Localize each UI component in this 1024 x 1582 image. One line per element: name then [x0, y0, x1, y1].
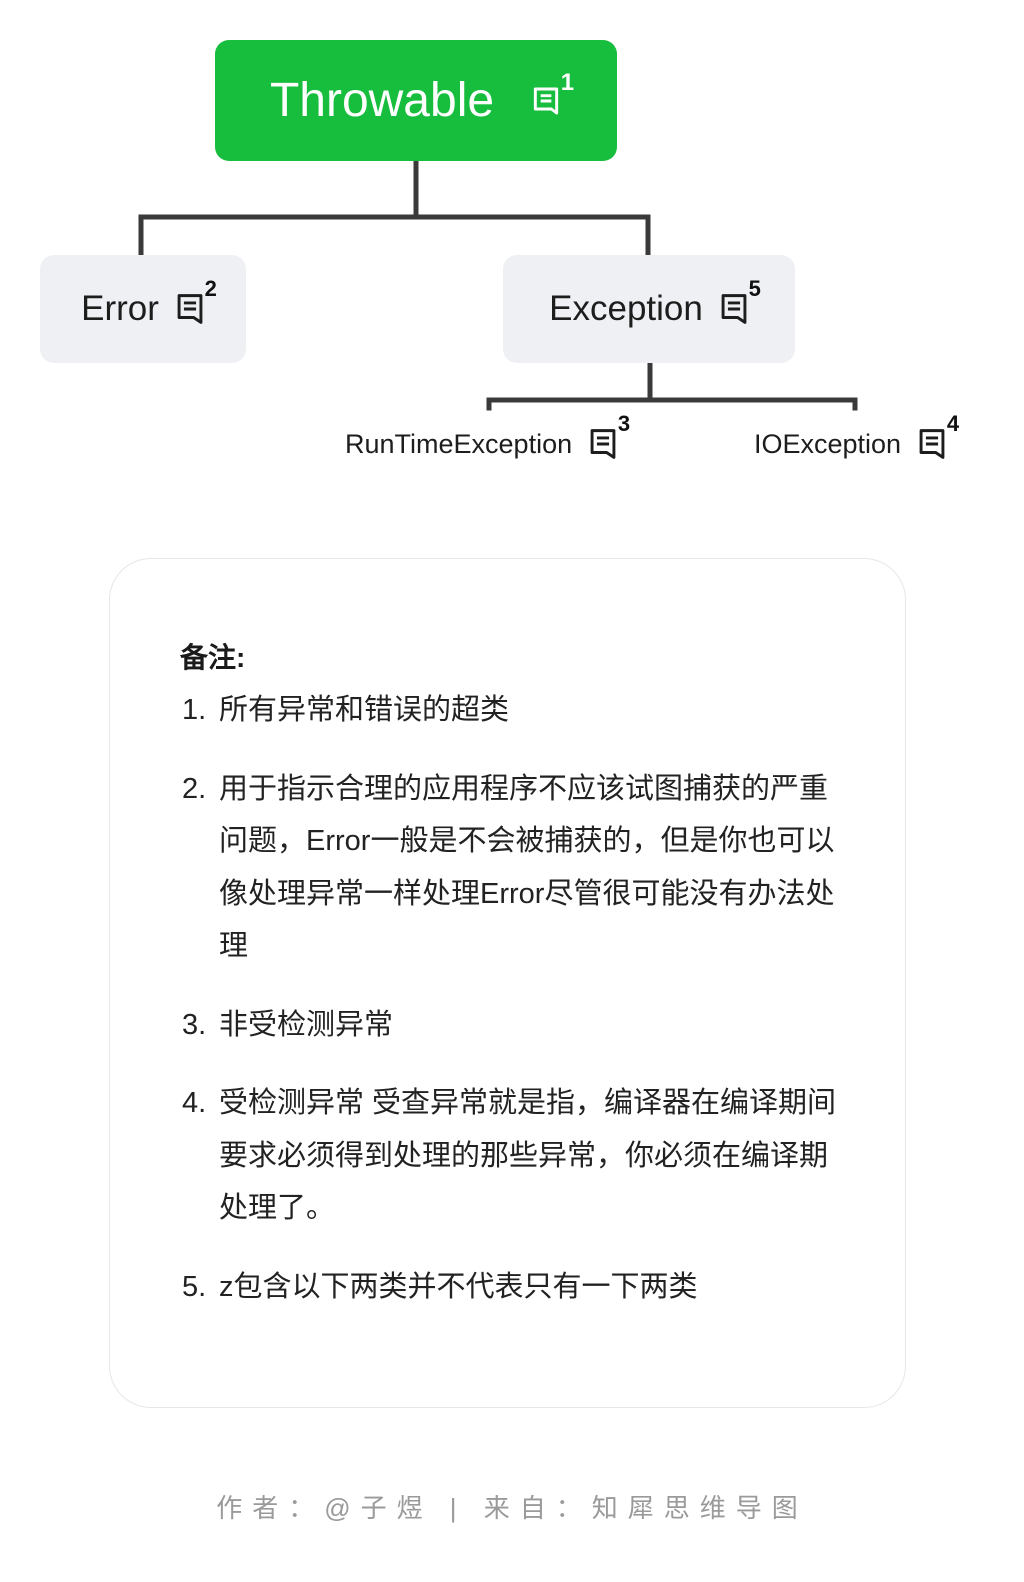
note-ref-number: 1 — [560, 68, 575, 96]
note-ref-4[interactable]: 4 — [917, 413, 959, 461]
note-ref-1[interactable]: 1 — [530, 70, 574, 117]
note-number: 3. — [182, 1008, 207, 1041]
notes-list: 1. 所有异常和错误的超类 2. 用于指示合理的应用程序不应该试图捕获的严重问题… — [182, 684, 842, 1339]
note-ref-number: 2 — [204, 276, 217, 301]
note-ref-number: 5 — [748, 276, 761, 301]
note-icon — [919, 429, 945, 459]
note-text: 所有异常和错误的超类 — [219, 694, 510, 726]
note-text: 非受检测异常 — [219, 1008, 394, 1041]
note-number: 2. — [182, 772, 207, 805]
note-icon — [177, 294, 203, 324]
note-icon — [533, 87, 559, 114]
child-node-error[interactable]: Error 2 — [40, 255, 246, 363]
connector-root-children — [138, 158, 651, 257]
note-text: 用于指示合理的应用程序不应该试图捕获的严重问题，Error一般是不会被捕获的，但… — [219, 772, 835, 963]
leaf-node-label: RunTimeException — [345, 428, 573, 459]
note-icon — [721, 294, 747, 324]
note-ref-number: 4 — [946, 411, 960, 436]
connector-exception-leaves — [486, 360, 858, 411]
note-item-4: 4. 受检测异常 受查异常就是指，编译器在编译期间要求必须得到处理的那些异常，你… — [182, 1077, 842, 1235]
note-number: 4. — [182, 1087, 207, 1119]
note-item-5: 5. z包含以下两类并不代表只有一下两类 — [182, 1261, 842, 1314]
mindmap-connectors — [138, 158, 858, 411]
notes-title: 备注: — [180, 642, 246, 673]
child-node-label: Error — [81, 289, 159, 328]
note-number: 5. — [182, 1270, 207, 1303]
note-text: z包含以下两类并不代表只有一下两类 — [219, 1270, 698, 1303]
note-ref-3[interactable]: 3 — [588, 413, 630, 461]
note-item-2: 2. 用于指示合理的应用程序不应该试图捕获的严重问题，Error一般是不会被捕获… — [182, 763, 842, 973]
note-ref-2[interactable]: 2 — [175, 278, 217, 326]
note-item-1: 1. 所有异常和错误的超类 — [182, 684, 842, 737]
leaf-node-runtimeexception[interactable]: RunTimeException 3 — [345, 413, 630, 470]
note-icon — [590, 429, 616, 459]
notes-card — [109, 558, 906, 1408]
root-node-label: Throwable — [269, 74, 495, 127]
note-number: 1. — [182, 694, 207, 726]
note-text: 受检测异常 受查异常就是指，编译器在编译期间要求必须得到处理的那些异常，你必须在… — [219, 1087, 837, 1224]
child-node-label: Exception — [549, 289, 703, 328]
child-node-exception[interactable]: Exception 5 — [503, 255, 795, 363]
leaf-node-ioexception[interactable]: IOException 4 — [754, 413, 959, 470]
footer-credit: 作者：@子煜 | 来自：知犀思维导图 — [216, 1493, 808, 1523]
leaf-node-label: IOException — [754, 428, 902, 459]
note-ref-5[interactable]: 5 — [719, 278, 761, 326]
note-ref-number: 3 — [617, 411, 631, 436]
root-node-throwable[interactable]: Throwable 1 — [215, 40, 617, 161]
note-item-3: 3. 非受检测异常 — [182, 999, 842, 1052]
